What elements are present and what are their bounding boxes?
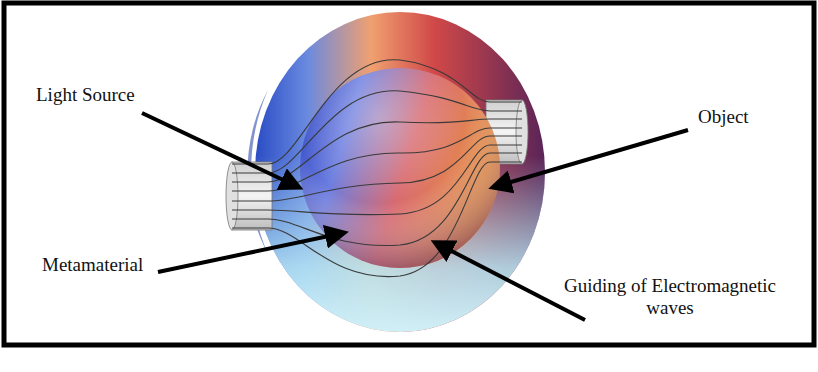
callout-label: Guiding of Electromagnetic waves <box>545 275 795 319</box>
frame-border <box>4 3 814 345</box>
leader-arrow <box>158 233 343 272</box>
leader-arrow <box>436 243 585 320</box>
callout-label: Light Source <box>36 84 135 106</box>
leader-arrow <box>142 113 298 187</box>
field-lines <box>232 60 522 277</box>
callout-label: Object <box>698 106 749 128</box>
callout-label: Metamaterial <box>42 254 143 276</box>
leader-arrow <box>494 130 688 187</box>
hidden-object-sphere <box>300 68 500 268</box>
